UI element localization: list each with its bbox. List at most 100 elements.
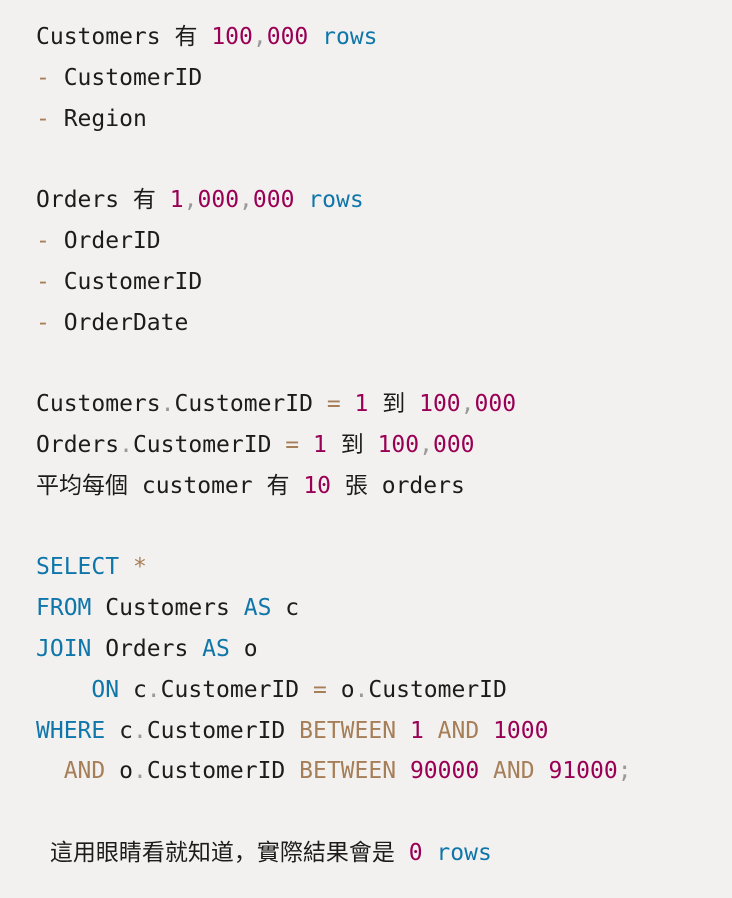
code-token: 1 <box>313 431 327 458</box>
code-token: Orders <box>36 431 120 458</box>
code-token <box>396 718 410 744</box>
code-token: - <box>36 105 50 132</box>
code-token: CustomerID <box>174 391 327 418</box>
code-token: CustomerID <box>146 717 300 744</box>
code-token: 1 <box>409 717 424 744</box>
code-token <box>535 758 549 784</box>
code-token: 到 <box>368 391 420 418</box>
code-token: JOIN <box>36 635 92 662</box>
code-token: 0 <box>408 839 423 866</box>
code-line: - Region <box>36 99 732 140</box>
code-line: - CustomerID <box>36 58 732 99</box>
blank-line <box>36 507 732 548</box>
code-token: CustomerID <box>49 268 203 295</box>
code-token: , <box>239 187 253 214</box>
code-token: AND <box>437 717 480 744</box>
code-token: 張 orders <box>331 472 465 499</box>
code-token <box>36 677 91 703</box>
code-token: BETWEEN <box>299 758 397 785</box>
code-token: CustomerID <box>132 431 286 458</box>
code-token: 000 <box>432 431 475 458</box>
code-token: o <box>229 635 258 662</box>
code-token: , <box>419 431 433 458</box>
code-token: AS <box>243 595 272 622</box>
code-token: o <box>326 676 355 703</box>
code-token: - <box>36 309 50 336</box>
code-token: 這用眼睛看就知道，實際結果會是 <box>36 839 409 866</box>
code-line: 這用眼睛看就知道，實際結果會是 0 rows <box>36 833 732 874</box>
code-token: SELECT <box>36 554 120 581</box>
code-token: 100 <box>377 431 420 458</box>
code-line: - OrderDate <box>36 303 732 344</box>
code-token <box>36 758 64 784</box>
code-token: . <box>119 431 133 458</box>
code-token: AS <box>202 635 230 662</box>
code-token <box>479 758 493 784</box>
code-token: 90000 <box>409 758 480 785</box>
code-token: Customers <box>91 595 244 622</box>
blank-line <box>36 139 732 180</box>
code-token: WHERE <box>36 717 106 744</box>
code-token <box>424 718 438 744</box>
code-token <box>119 554 133 580</box>
code-line: Customers.CustomerID = 1 到 100,000 <box>36 384 732 425</box>
code-token <box>479 718 493 744</box>
code-token: AND <box>63 758 106 785</box>
code-token: Customers <box>36 391 161 418</box>
code-token: CustomerID <box>146 758 300 785</box>
code-token: BETWEEN <box>299 717 397 744</box>
code-token: 000 <box>474 391 517 418</box>
code-token: OrderDate <box>49 309 189 336</box>
code-line: Customers 有 100,000 rows <box>36 17 732 58</box>
code-token: rows <box>322 24 378 50</box>
code-line: AND o.CustomerID BETWEEN 90000 AND 91000… <box>36 751 732 792</box>
code-token: CustomerID <box>49 64 203 91</box>
code-token: 100 <box>211 24 253 50</box>
code-token: , <box>183 187 198 214</box>
code-token: . <box>160 391 175 418</box>
code-line: - CustomerID <box>36 262 732 303</box>
code-token: . <box>354 676 369 703</box>
code-token: Region <box>49 105 147 132</box>
code-token: . <box>132 717 147 744</box>
code-token: 平均每個 customer 有 <box>36 472 304 499</box>
code-token: 1 <box>354 391 369 418</box>
code-line: ON c.CustomerID = o.CustomerID <box>36 670 732 711</box>
code-line: WHERE c.CustomerID BETWEEN 1 AND 1000 <box>36 711 732 752</box>
code-token <box>308 24 322 50</box>
code-token: , <box>252 24 267 50</box>
code-token: = <box>285 431 300 458</box>
code-token: Orders 有 <box>36 187 170 214</box>
code-token: rows <box>436 839 492 866</box>
code-token: FROM <box>36 595 92 622</box>
code-token: 10 <box>303 472 332 499</box>
code-token: 100 <box>419 391 461 418</box>
code-token <box>294 187 308 213</box>
blank-line <box>36 343 732 384</box>
code-token: ; <box>617 758 632 785</box>
code-token: 91000 <box>548 758 618 785</box>
code-token: - <box>36 268 50 295</box>
code-token: 000 <box>252 187 295 214</box>
code-token: 1 <box>169 187 184 214</box>
code-token: . <box>146 676 161 703</box>
code-token: . <box>132 758 147 785</box>
code-token: AND <box>493 758 535 785</box>
code-token: 000 <box>197 187 240 214</box>
code-token: ON <box>91 676 120 703</box>
code-token: c <box>271 595 300 622</box>
code-line: FROM Customers AS c <box>36 588 732 629</box>
code-token: OrderID <box>49 227 161 254</box>
code-token <box>341 391 355 417</box>
code-token: c <box>119 676 147 703</box>
code-token: 到 <box>326 431 378 458</box>
code-token: rows <box>308 187 364 214</box>
code-token: CustomerID <box>368 676 507 703</box>
code-line: 平均每個 customer 有 10 張 orders <box>36 466 732 507</box>
code-token: = <box>312 676 327 703</box>
blank-line <box>36 792 732 833</box>
code-token: 1000 <box>493 717 549 744</box>
code-token: CustomerID <box>160 676 313 703</box>
code-token <box>396 758 410 784</box>
